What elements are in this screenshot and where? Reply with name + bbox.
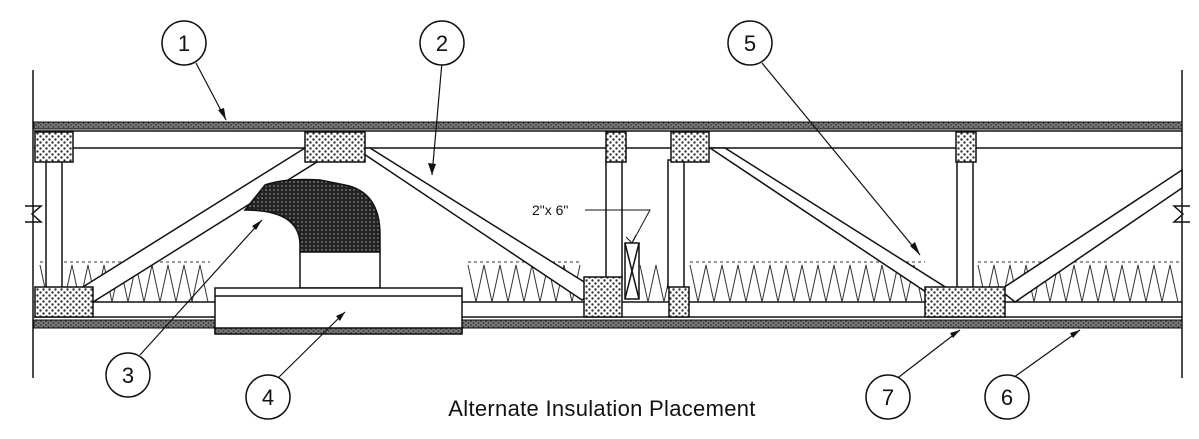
- callout-5: 5: [727, 20, 773, 66]
- drawing-caption: Alternate Insulation Placement: [448, 396, 755, 421]
- callout-6: 6: [984, 374, 1030, 420]
- dimension-leader: [585, 209, 651, 244]
- break-mark-left: [25, 205, 43, 223]
- callout-3-label: 3: [122, 363, 134, 388]
- callout-7-label: 7: [882, 385, 894, 410]
- two-by-six-block: [624, 242, 640, 300]
- callout-2-label: 2: [436, 31, 448, 56]
- callout-leaders: [139, 61, 1081, 381]
- callout-6-label: 6: [1001, 385, 1013, 410]
- subfloor-sheathing: [33, 121, 1183, 130]
- dimension-label: 2"x 6": [532, 202, 568, 218]
- callout-arrows: [218, 108, 1080, 338]
- callout-1: 1: [161, 20, 207, 66]
- truss-plates: [34, 131, 1006, 318]
- break-mark-right: [1172, 205, 1190, 223]
- callout-5-label: 5: [744, 31, 756, 56]
- callout-2: 2: [419, 20, 465, 66]
- ceiling-drywall: [33, 319, 1183, 329]
- callout-1-label: 1: [178, 31, 190, 56]
- callout-3: 3: [105, 352, 151, 398]
- truss-webs: [45, 147, 1183, 303]
- callout-4-label: 4: [262, 385, 274, 410]
- duct: [243, 178, 381, 289]
- callout-7: 7: [865, 374, 911, 420]
- ceiling-fixture: [214, 287, 463, 335]
- callout-4: 4: [245, 374, 291, 420]
